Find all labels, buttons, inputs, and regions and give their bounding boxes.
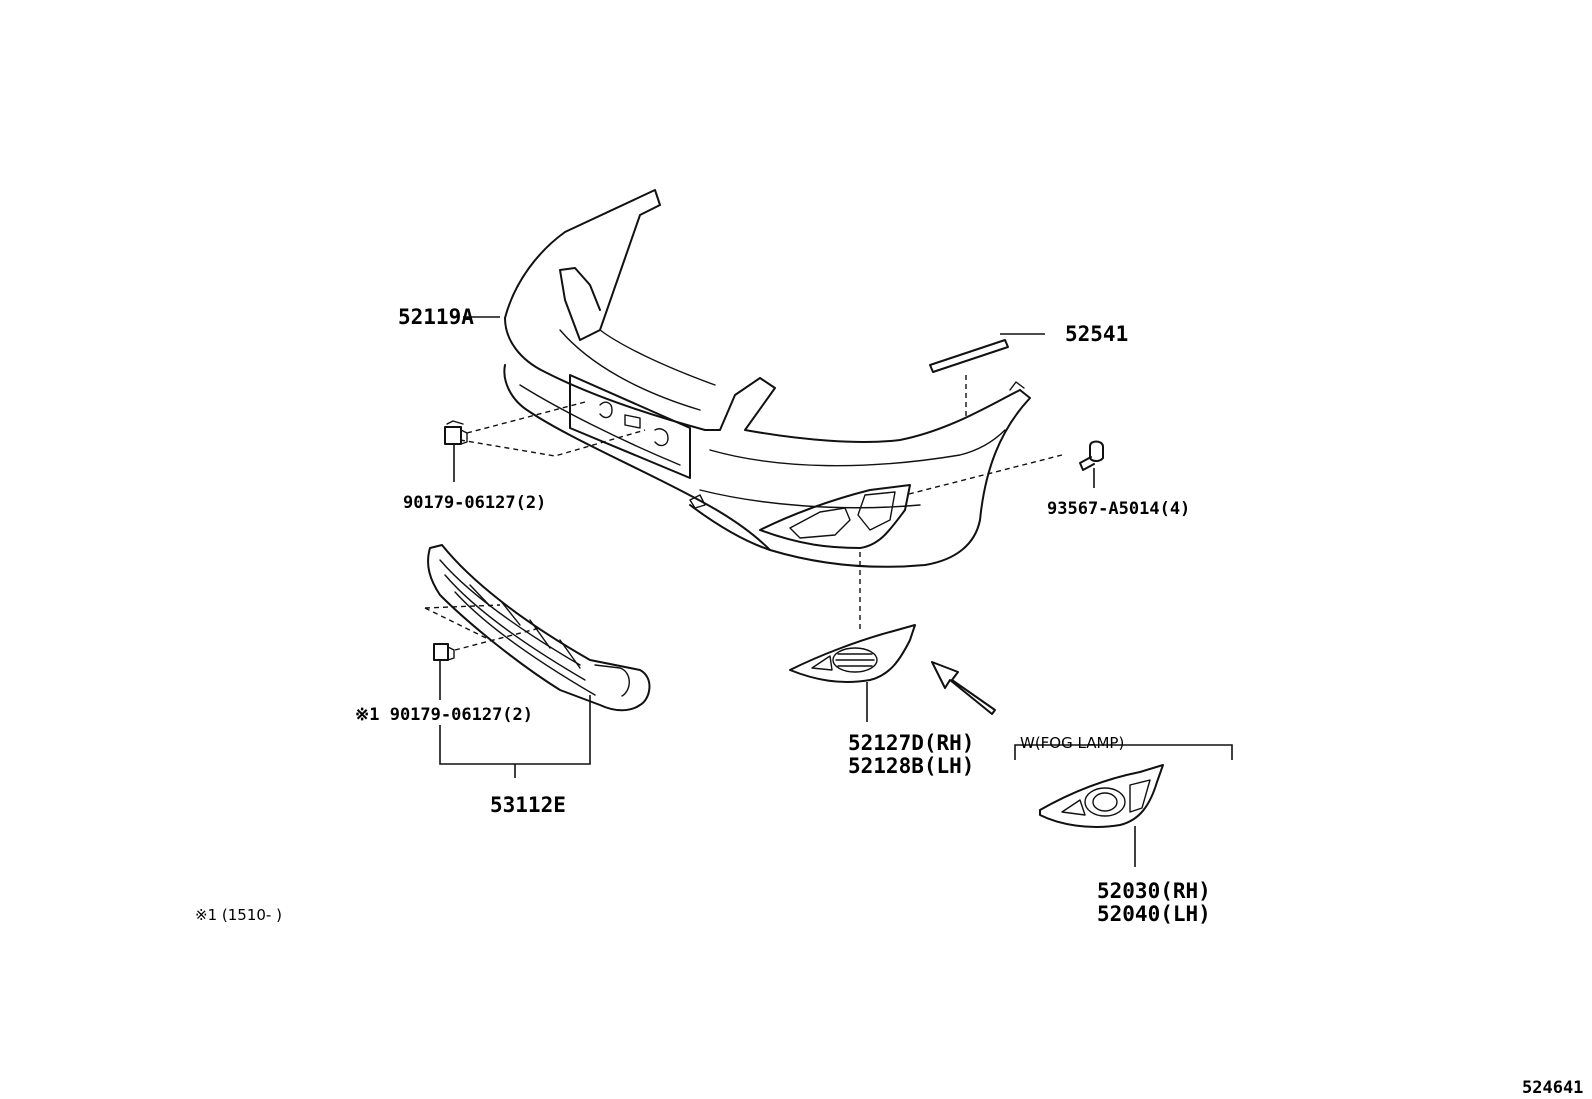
- assembly-lines: [424, 375, 1063, 651]
- label-cover-lh: 52128B(LH): [848, 754, 974, 778]
- screw-drawing: [1079, 440, 1104, 471]
- label-strip: 52541: [1065, 322, 1128, 346]
- label-clip-upper: 90179-06127(2): [403, 493, 546, 513]
- label-bumper-cover: 52119A: [398, 305, 474, 329]
- label-clip-lower: ※1 90179-06127(2): [355, 705, 533, 725]
- direction-arrow: [931, 661, 996, 715]
- fog-lamp-drawing: [1039, 764, 1164, 828]
- strip-drawing: [929, 339, 1009, 373]
- clip-upper-drawing: [444, 420, 468, 445]
- label-fog-lh: 52040(LH): [1097, 902, 1211, 926]
- label-cover-rh: 52127D(RH): [848, 731, 974, 755]
- label-grille: 53112E: [490, 793, 566, 817]
- bumper-cover-drawing: [503, 189, 1031, 568]
- label-screw: 93567-A5014(4): [1047, 499, 1190, 519]
- label-fog-rh: 52030(RH): [1097, 879, 1211, 903]
- leader-lines: [439, 316, 1233, 867]
- grille-drawing: [427, 544, 651, 712]
- label-footnote: ※1 (1510- ): [195, 906, 282, 924]
- label-diagram-id: 524641: [1522, 1078, 1583, 1098]
- clip-lower-drawing: [433, 643, 455, 661]
- label-fog-condition: W(FOG LAMP): [1020, 734, 1124, 752]
- fog-cover-drawing: [789, 624, 916, 683]
